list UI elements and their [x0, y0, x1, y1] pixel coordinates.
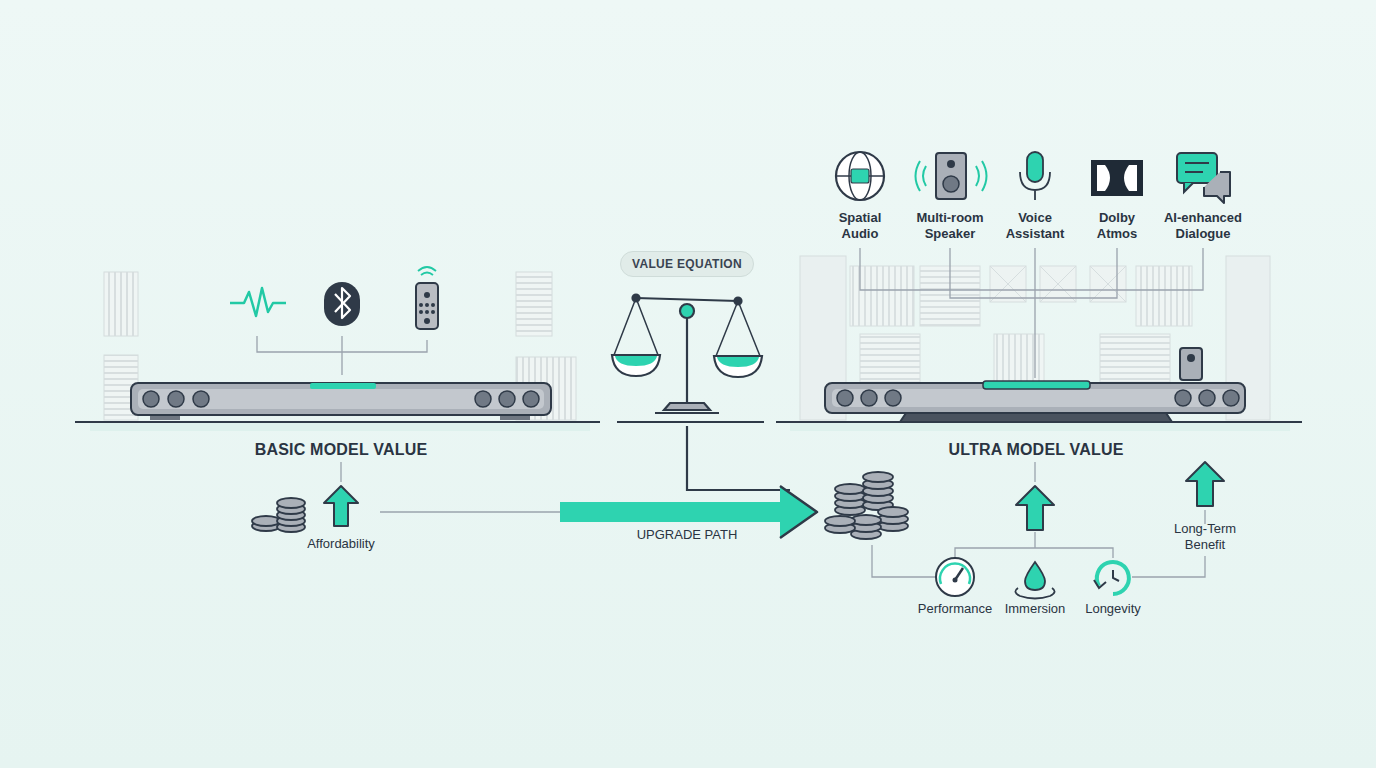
feature-label: Dolby Atmos	[1087, 210, 1147, 242]
feature-label: AI-enhanced Dialogue	[1158, 210, 1248, 242]
benefit-label: Immersion	[990, 601, 1080, 617]
benefit-connectors	[872, 462, 1205, 577]
node-text: VALUE EQUATION	[632, 257, 742, 271]
value-pill: VALUE EQUATION	[620, 251, 754, 277]
ultra-soundbar	[825, 348, 1245, 422]
balance-scale	[612, 295, 762, 414]
basic-coins	[252, 498, 305, 532]
benefit-label: Longevity	[1068, 601, 1158, 617]
up-arrow	[1016, 486, 1054, 530]
section-heading: ULTRA MODEL VALUE	[916, 442, 1156, 458]
benefit-label: Performance	[905, 601, 1005, 617]
up-arrow	[1186, 462, 1224, 506]
basic-feature-icons	[230, 267, 438, 375]
basic-soundbar	[131, 383, 551, 420]
benefit-label: Affordability	[281, 536, 401, 552]
ultra-feature-icons	[836, 152, 1230, 378]
feature-label: Spatial Audio	[825, 210, 895, 242]
upgrade-path-arrow	[380, 426, 817, 538]
ultra-coins	[825, 472, 908, 539]
benefit-label: Long-Term Benefit	[1165, 521, 1245, 553]
feature-label: Multi-room Speaker	[909, 210, 991, 242]
acoustic-panels	[104, 272, 576, 420]
feature-label: Voice Assistant	[1000, 210, 1070, 242]
up-arrow	[324, 486, 358, 526]
benefit-icons	[936, 558, 1129, 599]
section-heading: BASIC MODEL VALUE	[221, 442, 461, 458]
path-label: UPGRADE PATH	[617, 527, 757, 543]
